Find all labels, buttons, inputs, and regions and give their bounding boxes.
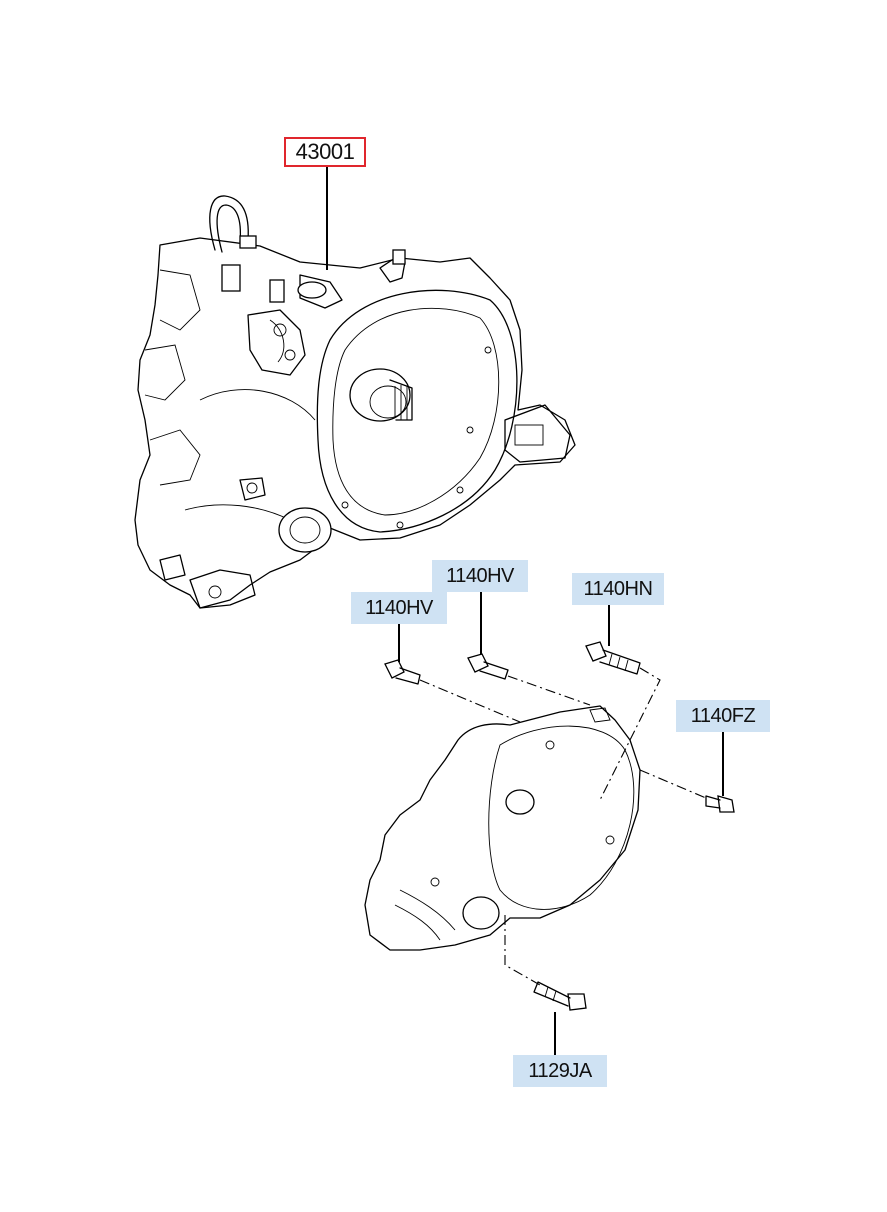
callout-43001[interactable]: 43001 bbox=[284, 137, 366, 167]
callout-1129ja[interactable]: 1129JA bbox=[513, 1055, 607, 1087]
assembly-paths bbox=[419, 667, 707, 986]
bolt-1129ja[interactable] bbox=[533, 981, 587, 1011]
bolt-1140hv-center[interactable] bbox=[467, 653, 509, 680]
transaxle-assembly[interactable] bbox=[134, 195, 576, 609]
callout-1140hn[interactable]: 1140HN bbox=[572, 573, 664, 605]
callout-1140fz[interactable]: 1140FZ bbox=[676, 700, 770, 732]
clutch-housing[interactable] bbox=[364, 705, 641, 951]
bolt-1140hv-left[interactable] bbox=[384, 659, 421, 685]
bolt-1140fz[interactable] bbox=[705, 795, 735, 813]
callout-1140hv-left[interactable]: 1140HV bbox=[351, 592, 447, 624]
bolt-1140hn[interactable] bbox=[585, 641, 641, 675]
leader-lines bbox=[326, 166, 724, 1057]
callout-1140hv-top[interactable]: 1140HV bbox=[432, 560, 528, 592]
